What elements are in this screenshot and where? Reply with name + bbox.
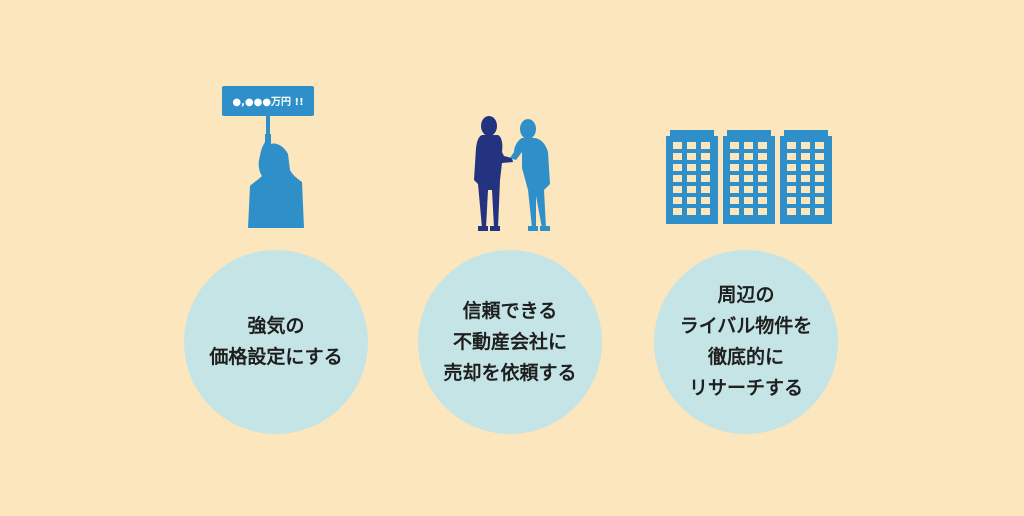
building-window <box>687 153 696 160</box>
sign-pole <box>266 116 270 146</box>
building-window <box>730 186 739 193</box>
text-line: 不動産会社に <box>452 330 567 353</box>
strategy-text: 周辺の ライバル物件を 徹底的に リサーチする <box>680 280 813 404</box>
building-window <box>730 142 739 149</box>
building-window <box>787 142 796 149</box>
building-window <box>730 175 739 182</box>
building-window <box>701 153 710 160</box>
strategy-text: 強気の 価格設定にする <box>209 311 342 373</box>
building-window <box>758 153 767 160</box>
building-window <box>687 186 696 193</box>
building-window <box>758 186 767 193</box>
text-line: リサーチする <box>688 377 803 399</box>
building-window <box>701 208 710 215</box>
building <box>723 130 775 224</box>
building-window <box>730 153 739 160</box>
building <box>666 130 718 224</box>
building-window <box>687 175 696 182</box>
building-window <box>801 142 810 149</box>
building-window <box>701 142 710 149</box>
building-window <box>730 197 739 204</box>
person-silhouette <box>248 134 304 228</box>
building-window <box>673 175 682 182</box>
building-window <box>758 208 767 215</box>
building-window <box>673 142 682 149</box>
man-navy-suit <box>474 116 513 231</box>
building-window <box>744 197 753 204</box>
building-window <box>730 164 739 171</box>
building-window <box>801 164 810 171</box>
building-window <box>758 142 767 149</box>
building-window <box>787 197 796 204</box>
text-line: 価格設定にする <box>209 346 343 368</box>
building-window <box>815 175 824 182</box>
building-window <box>815 208 824 215</box>
price-sign-board <box>222 86 314 116</box>
building-window <box>687 197 696 204</box>
strategy-circle-research: 周辺の ライバル物件を 徹底的に リサーチする <box>654 250 838 434</box>
building-window <box>758 175 767 182</box>
building <box>780 130 832 224</box>
building-window <box>673 164 682 171</box>
building-window <box>687 142 696 149</box>
text-line: 売却を依頼する <box>443 361 577 384</box>
building-window <box>744 153 753 160</box>
building-window <box>815 153 824 160</box>
building-window <box>801 175 810 182</box>
building-window <box>815 142 824 149</box>
text-line: 周辺の <box>717 284 775 306</box>
building-window <box>744 142 753 149</box>
building-window <box>701 175 710 182</box>
person-holding-sign-icon: ●,●●●万円 !! <box>222 86 314 228</box>
text-line: 信頼できる <box>462 299 558 322</box>
building-window <box>673 197 682 204</box>
building-window <box>687 208 696 215</box>
building-window <box>673 186 682 193</box>
price-sign-text: ●,●●●万円 !! <box>232 96 303 108</box>
building-window <box>801 186 810 193</box>
building-window <box>787 186 796 193</box>
building-window <box>801 197 810 204</box>
text-line: 徹底的に <box>707 346 784 368</box>
building-window <box>801 208 810 215</box>
building-window <box>744 208 753 215</box>
man-blue-suit <box>510 119 550 231</box>
building-window <box>673 208 682 215</box>
building-window <box>787 175 796 182</box>
building-window <box>687 164 696 171</box>
building-window <box>815 186 824 193</box>
building-window <box>787 208 796 215</box>
building-window <box>815 164 824 171</box>
buildings-icon <box>666 130 832 224</box>
building-window <box>701 164 710 171</box>
building-window <box>815 197 824 204</box>
building-window <box>801 153 810 160</box>
building-window <box>701 197 710 204</box>
strategy-circle-pricing: 強気の 価格設定にする <box>184 250 368 434</box>
building-window <box>701 186 710 193</box>
handshake-icon <box>474 116 550 231</box>
text-line: 強気の <box>247 315 305 337</box>
building-window <box>744 175 753 182</box>
text-line: ライバル物件を <box>679 315 813 337</box>
building-window <box>758 164 767 171</box>
building-window <box>730 208 739 215</box>
building-window <box>787 153 796 160</box>
building-window <box>787 164 796 171</box>
building-window <box>744 164 753 171</box>
building-window <box>744 186 753 193</box>
strategy-text: 信頼できる 不動産会社に 売却を依頼する <box>443 296 576 389</box>
strategy-circle-agency: 信頼できる 不動産会社に 売却を依頼する <box>418 250 602 434</box>
building-window <box>758 197 767 204</box>
building-window <box>673 153 682 160</box>
